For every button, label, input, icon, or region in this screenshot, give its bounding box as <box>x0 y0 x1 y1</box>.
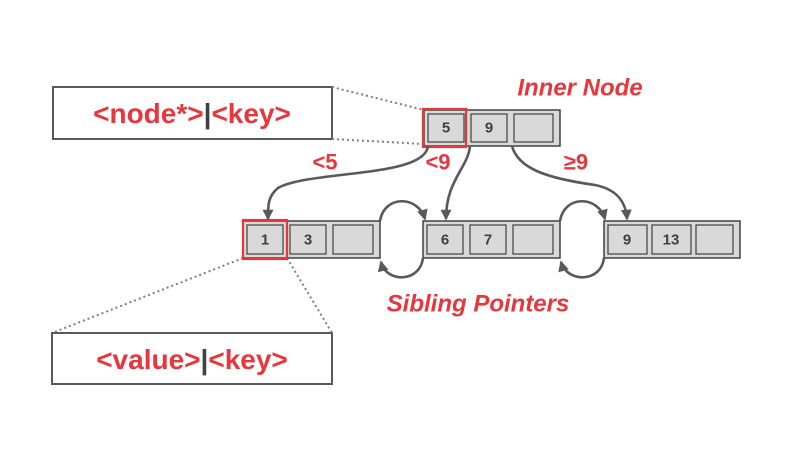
leaf-key: 9 <box>623 232 631 249</box>
sibling-arrow-back <box>377 257 425 279</box>
legend-key: <key> <box>211 98 290 129</box>
svg-text:<node*>|<key>: <node*>|<key> <box>93 98 291 129</box>
svg-text:<value>|<key>: <value>|<key> <box>96 344 288 375</box>
leaf-entry-legend: <value>|<key> <box>51 332 333 385</box>
leaf-key: 7 <box>484 232 492 249</box>
edge-label-ge9: ≥9 <box>564 150 588 175</box>
arrow-lt9 <box>440 145 472 221</box>
callout-lines <box>51 86 425 334</box>
leaf-node-3: 9 13 <box>603 220 741 259</box>
leaf-key: 6 <box>441 232 449 249</box>
inner-node-highlight <box>421 107 468 149</box>
legend-separator: | <box>201 344 209 375</box>
inner-node-label: Inner Node <box>517 75 642 102</box>
inner-entry-legend: <node*>|<key> <box>52 86 333 140</box>
inner-key: 5 <box>442 120 450 137</box>
sibling-pointers-label: Sibling Pointers <box>387 291 570 318</box>
legend-value: <value> <box>96 344 200 375</box>
leaf-node-1: 1 3 <box>241 218 381 261</box>
arrow-ge9 <box>510 145 632 221</box>
arrow-lt5 <box>262 145 430 221</box>
child-pointer-arrows <box>262 145 632 221</box>
legend-key: <key> <box>208 344 287 375</box>
leaf-key: 1 <box>261 232 269 249</box>
leaf-key: 13 <box>663 232 680 249</box>
inner-node: 5 9 <box>421 107 561 149</box>
sibling-arrow-back <box>558 257 606 279</box>
leaf-node-2: 6 7 <box>422 220 561 259</box>
sibling-arrow-forward <box>378 199 428 222</box>
edge-label-lt9: <9 <box>425 150 450 175</box>
legend-node-pointer: <node*> <box>93 98 203 129</box>
legend-separator: | <box>204 98 212 129</box>
sibling-arrow-forward <box>558 199 608 222</box>
sibling-pointers <box>377 199 608 279</box>
edge-label-lt5: <5 <box>312 150 337 175</box>
inner-key: 9 <box>485 120 493 137</box>
leaf-key: 3 <box>304 232 312 249</box>
